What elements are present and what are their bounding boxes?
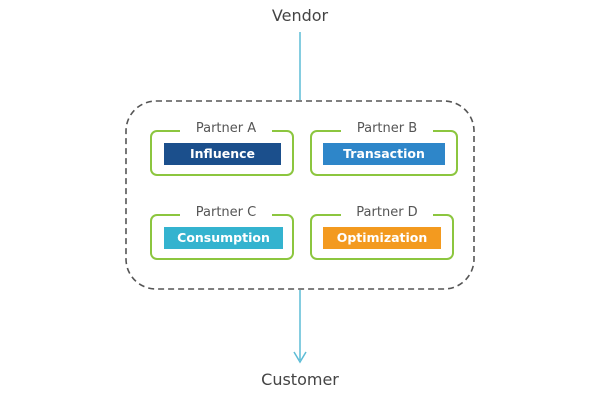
- partner-a-role: Influence: [164, 143, 281, 165]
- partner-b-name: Partner B: [341, 121, 433, 137]
- partner-group-container: [125, 100, 475, 290]
- partner-a-name: Partner A: [180, 121, 272, 137]
- customer-arrowhead: [293, 351, 307, 364]
- customer-label: Customer: [261, 370, 339, 389]
- partner-d-name: Partner D: [341, 205, 433, 221]
- partner-b-role: Transaction: [323, 143, 445, 165]
- partner-d-role: Optimization: [323, 227, 441, 249]
- vendor-label: Vendor: [271, 6, 329, 25]
- partner-c-name: Partner C: [180, 205, 272, 221]
- partner-c-role: Consumption: [164, 227, 283, 249]
